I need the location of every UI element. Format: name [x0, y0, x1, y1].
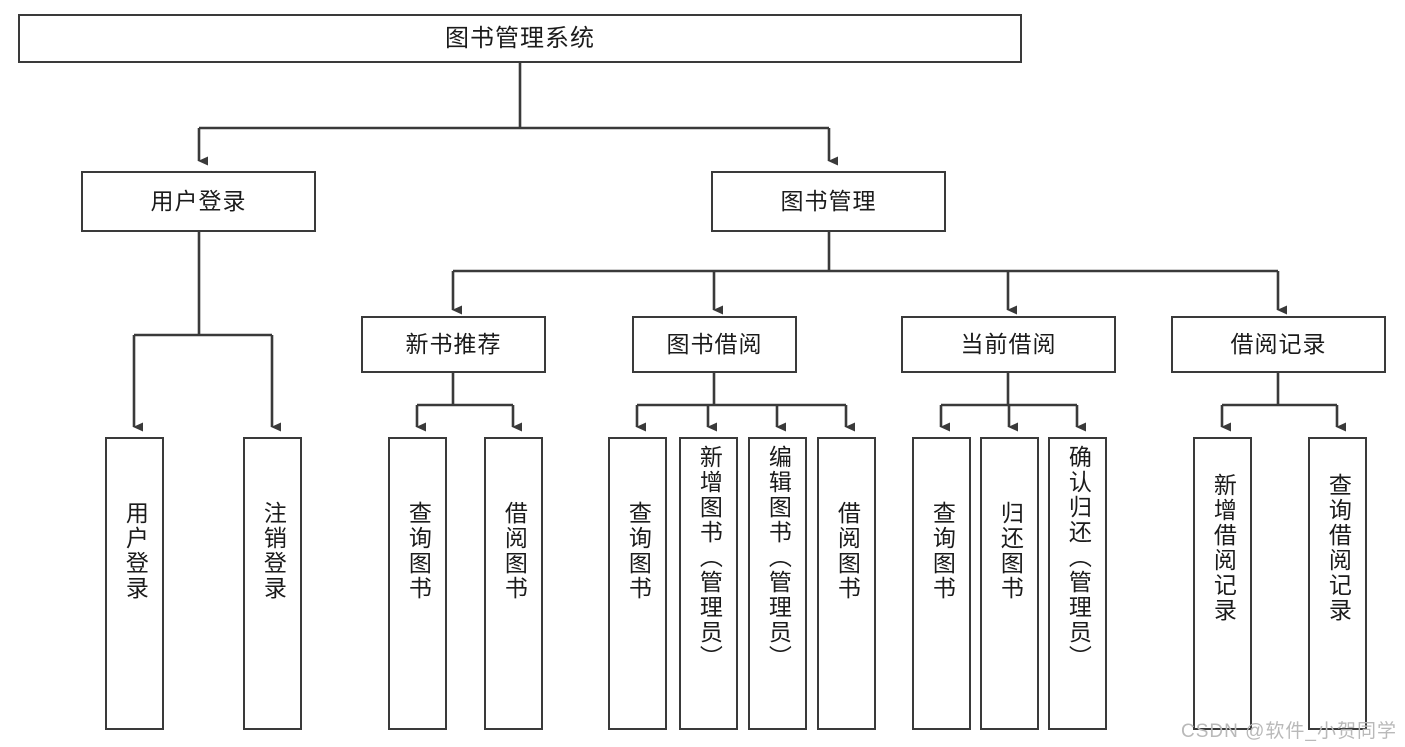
node-label: 图书管理系统 — [445, 24, 595, 52]
leaf-current-confirm-return-admin[interactable]: 确认归还（管理员） — [1048, 437, 1107, 730]
leaf-recommend-query-book[interactable]: 查询图书 — [388, 437, 447, 730]
node-user-login[interactable]: 用户登录 — [81, 171, 316, 232]
node-book-management[interactable]: 图书管理 — [711, 171, 946, 232]
node-label: 注销登录 — [260, 501, 287, 601]
leaf-current-query-book[interactable]: 查询图书 — [912, 437, 971, 730]
node-label: 图书管理 — [780, 188, 877, 215]
leaf-borrow-add-book-admin[interactable]: 新增图书（管理员） — [679, 437, 738, 730]
node-label: 新书推荐 — [405, 331, 502, 358]
node-label: 借阅图书 — [501, 501, 528, 601]
node-label: 用户登录 — [122, 501, 149, 601]
node-label: 确认归还（管理员） — [1065, 445, 1092, 670]
leaf-borrow-query-book[interactable]: 查询图书 — [608, 437, 667, 730]
leaf-record-add-record[interactable]: 新增借阅记录 — [1193, 437, 1252, 730]
leaf-user-login-login[interactable]: 用户登录 — [105, 437, 164, 730]
node-label: 新增图书（管理员） — [696, 445, 723, 670]
leaf-record-query-record[interactable]: 查询借阅记录 — [1308, 437, 1367, 730]
node-label: 查询图书 — [405, 501, 432, 601]
watermark: CSDN @软件_小贺同学 — [1181, 721, 1397, 742]
node-new-book-recommend[interactable]: 新书推荐 — [361, 316, 546, 373]
node-label: 归还图书 — [997, 501, 1024, 601]
leaf-recommend-borrow-book[interactable]: 借阅图书 — [484, 437, 543, 730]
node-label: 编辑图书（管理员） — [765, 445, 792, 670]
leaf-user-login-logout[interactable]: 注销登录 — [243, 437, 302, 730]
leaf-current-return-book[interactable]: 归还图书 — [980, 437, 1039, 730]
node-label: 查询图书 — [625, 501, 652, 601]
node-label: 借阅记录 — [1230, 331, 1327, 358]
leaf-borrow-borrow-book[interactable]: 借阅图书 — [817, 437, 876, 730]
node-label: 新增借阅记录 — [1210, 473, 1237, 623]
node-label: 借阅图书 — [834, 501, 861, 601]
node-label: 查询图书 — [929, 501, 956, 601]
node-root-system[interactable]: 图书管理系统 — [18, 14, 1022, 63]
node-borrow-record[interactable]: 借阅记录 — [1171, 316, 1386, 373]
node-label: 当前借阅 — [960, 331, 1057, 358]
node-label: 查询借阅记录 — [1325, 473, 1352, 623]
node-book-borrow[interactable]: 图书借阅 — [632, 316, 797, 373]
node-label: 用户登录 — [150, 188, 247, 215]
node-current-borrow[interactable]: 当前借阅 — [901, 316, 1116, 373]
leaf-borrow-edit-book-admin[interactable]: 编辑图书（管理员） — [748, 437, 807, 730]
node-label: 图书借阅 — [666, 331, 763, 358]
